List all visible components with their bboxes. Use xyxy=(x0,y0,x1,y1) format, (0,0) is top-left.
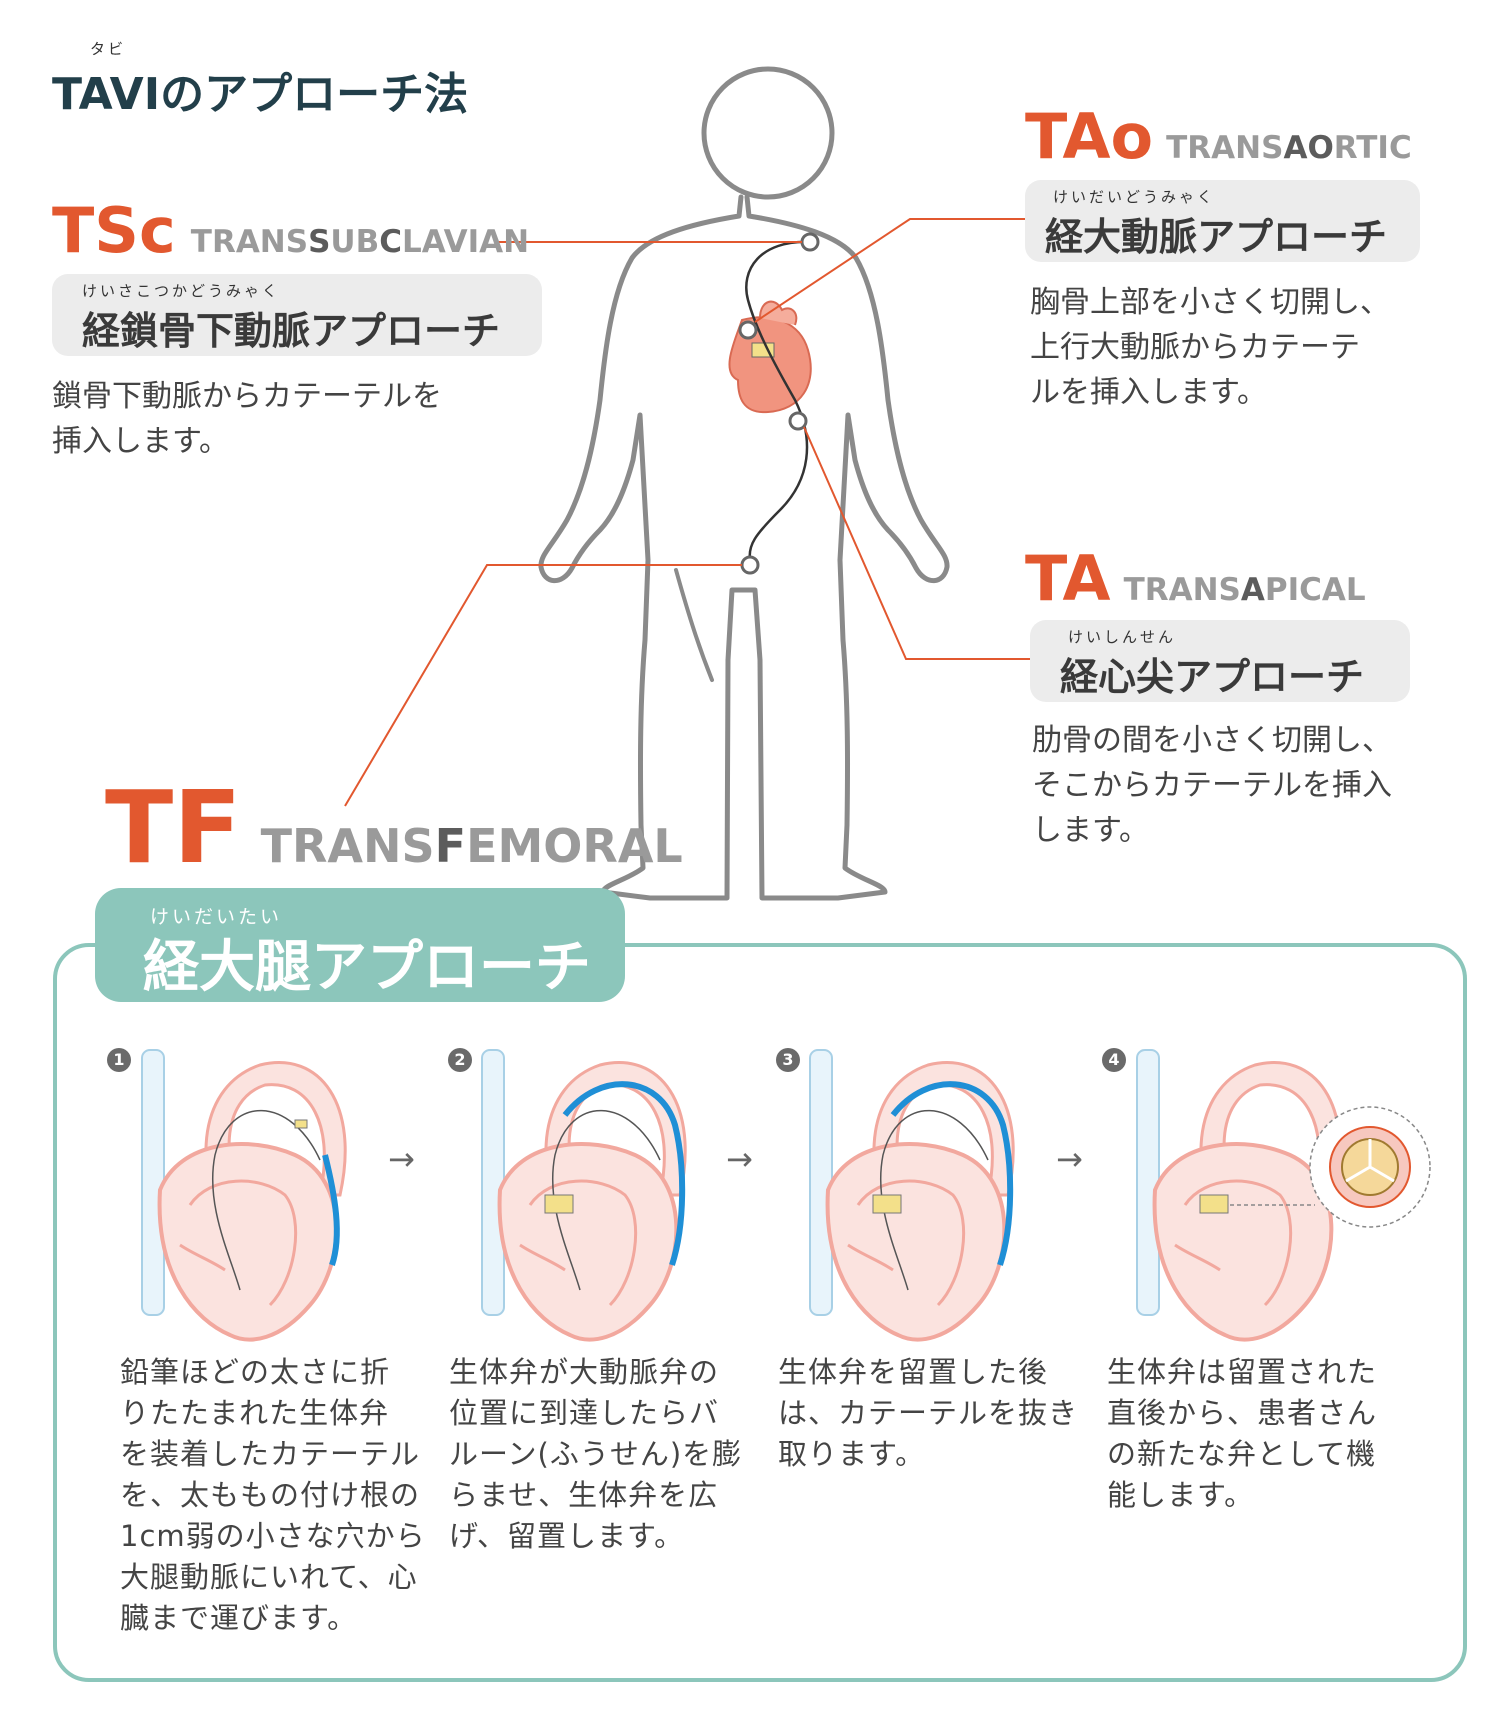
tsc-label-pill: けいさこつかどうみゃく 経鎖骨下動脈アプローチ xyxy=(52,274,542,356)
step-heart-2 xyxy=(481,1049,687,1342)
tao-abbr: TAo xyxy=(1025,100,1154,173)
tsc-heading: TSc TRANSSUBCLAVIAN xyxy=(52,200,529,262)
page-title: TAVIのアプローチ法 xyxy=(52,69,469,120)
tsc-access-point xyxy=(800,232,820,252)
step-desc-4: 生体弁は留置された直後から、患者さんの新たな弁として機能します。 xyxy=(1107,1355,1378,1512)
tf-japanese: 経大腿アプローチ xyxy=(143,935,591,1000)
step-desc-2: 生体弁が大動脈弁の位置に到達したらバルーン(ふうせん)を膨らませ、生体弁を広げ、… xyxy=(449,1355,743,1553)
step-number-4: 4 xyxy=(1102,1048,1126,1072)
tao-label-pill: けいだいどうみゃく 経大動脈アプローチ xyxy=(1025,180,1420,262)
human-body-outline xyxy=(538,66,950,901)
tao-ruby: けいだいどうみゃく xyxy=(1053,188,1216,206)
step-desc-3: 生体弁を留置した後は、カテーテルを抜き取ります。 xyxy=(778,1355,1079,1471)
tao-heading: TAo TRANSAORTIC xyxy=(1025,106,1412,168)
heart-icon xyxy=(728,300,812,414)
tao-description: 胸骨上部を小さく切開し、上行大動脈からカテーテルを挿入します。 xyxy=(1030,285,1390,410)
ta-label-pill: けいしんせん 経心尖アプローチ xyxy=(1030,620,1410,702)
step-number-3: 3 xyxy=(776,1048,800,1072)
tf-access-point xyxy=(740,555,760,575)
catheter-line xyxy=(745,240,811,561)
step-heart-3 xyxy=(809,1049,1015,1342)
tao-japanese: 経大動脈アプローチ xyxy=(1045,215,1388,259)
tsc-japanese: 経鎖骨下動脈アプローチ xyxy=(82,309,501,353)
tf-abbr: TF xyxy=(105,769,242,886)
step-number-2: 2 xyxy=(448,1048,472,1072)
ta-english: TRANSAPICAL xyxy=(1123,572,1366,608)
tf-steps-box xyxy=(53,943,1467,1682)
title-ruby: タビ xyxy=(90,40,127,58)
ta-access-point xyxy=(788,411,808,431)
step-number-1: 1 xyxy=(107,1048,131,1072)
step-heart-1 xyxy=(141,1049,347,1342)
tao-access-point xyxy=(738,320,758,340)
tsc-description: 鎖骨下動脈からカテーテルを挿入します。 xyxy=(52,379,442,459)
ta-japanese: 経心尖アプローチ xyxy=(1060,655,1365,699)
tf-heading: TF TRANSFEMORAL xyxy=(105,778,683,878)
tao-english: TRANSAORTIC xyxy=(1166,130,1412,166)
ta-heading: TA TRANSAPICAL xyxy=(1025,548,1366,610)
ta-description: 肋骨の間を小さく切開し、そこからカテーテルを挿入します。 xyxy=(1032,723,1392,848)
step-arrow-3: → xyxy=(1056,1140,1083,1178)
step-heart-4 xyxy=(1136,1049,1431,1342)
tsc-abbr: TSc xyxy=(52,194,176,267)
ta-abbr: TA xyxy=(1025,542,1111,615)
tf-ruby: けいだいたい xyxy=(150,906,283,928)
leader-lines xyxy=(344,218,1030,807)
step-arrow-2: → xyxy=(726,1140,753,1178)
ta-ruby: けいしんせん xyxy=(1068,628,1177,646)
tsc-ruby: けいさこつかどうみゃく xyxy=(82,282,281,300)
tf-label-pill: けいだいたい 経大腿アプローチ xyxy=(95,888,625,1002)
tf-english: TRANSFEMORAL xyxy=(260,819,683,873)
tsc-english: TRANSSUBCLAVIAN xyxy=(190,224,530,260)
step-arrow-1: → xyxy=(388,1140,415,1178)
